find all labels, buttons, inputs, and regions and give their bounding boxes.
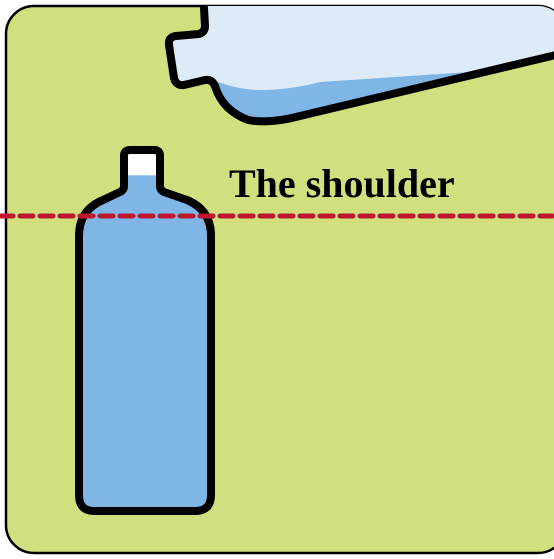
upright-bottle-water [70, 175, 220, 520]
shoulder-label: The shoulder [229, 160, 455, 208]
